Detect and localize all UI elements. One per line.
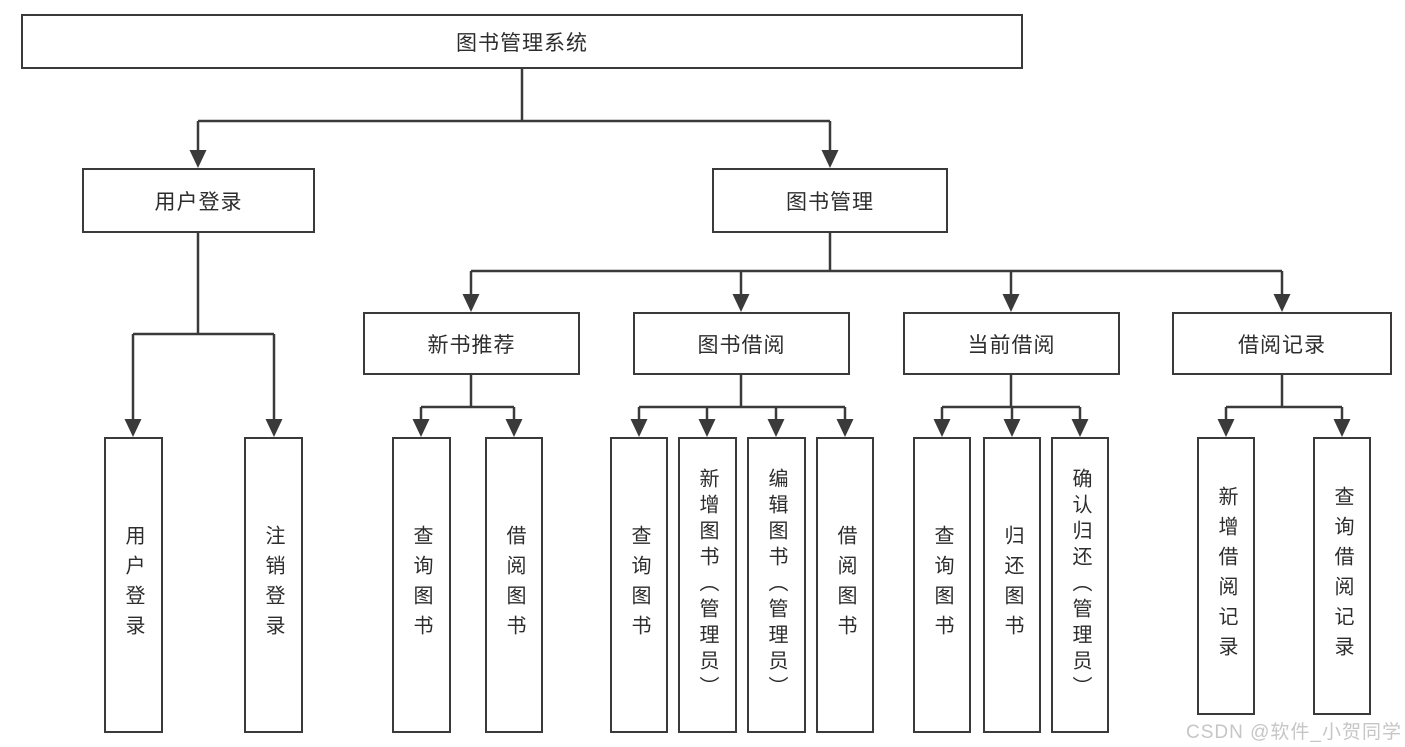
leaf-return-book: 归还图书 — [983, 437, 1041, 733]
leaf-add-book-admin: 新增图书（管理员） — [678, 437, 737, 733]
node-book-management: 图书管理 — [712, 168, 948, 233]
node-user-login: 用户登录 — [82, 168, 315, 233]
leaf-borrow-books-borrowing: 借阅图书 — [816, 437, 874, 733]
leaf-query-books-borrowing: 查询图书 — [610, 437, 668, 733]
leaf-logout: 注销登录 — [244, 437, 303, 733]
leaf-user-login: 用户登录 — [104, 437, 163, 733]
node-root-library-system: 图书管理系统 — [21, 14, 1023, 69]
leaf-confirm-return-admin: 确认归还（管理员） — [1051, 437, 1109, 733]
node-current-borrowing: 当前借阅 — [903, 312, 1120, 375]
watermark: CSDN @软件_小贺同学 — [1186, 722, 1402, 743]
node-borrowing-records: 借阅记录 — [1172, 312, 1392, 375]
leaf-query-books-current: 查询图书 — [913, 437, 971, 733]
node-new-book-recommend: 新书推荐 — [363, 312, 580, 375]
leaf-edit-book-admin: 编辑图书（管理员） — [747, 437, 806, 733]
leaf-add-borrow-record: 新增借阅记录 — [1197, 437, 1255, 715]
leaf-query-books-recommend: 查询图书 — [392, 437, 451, 733]
connector-paths — [131, 69, 1344, 421]
leaf-query-borrow-record: 查询借阅记录 — [1313, 437, 1371, 715]
node-book-borrowing: 图书借阅 — [633, 312, 850, 375]
arrowheads — [124, 150, 1351, 437]
leaf-borrow-books-recommend: 借阅图书 — [485, 437, 543, 733]
